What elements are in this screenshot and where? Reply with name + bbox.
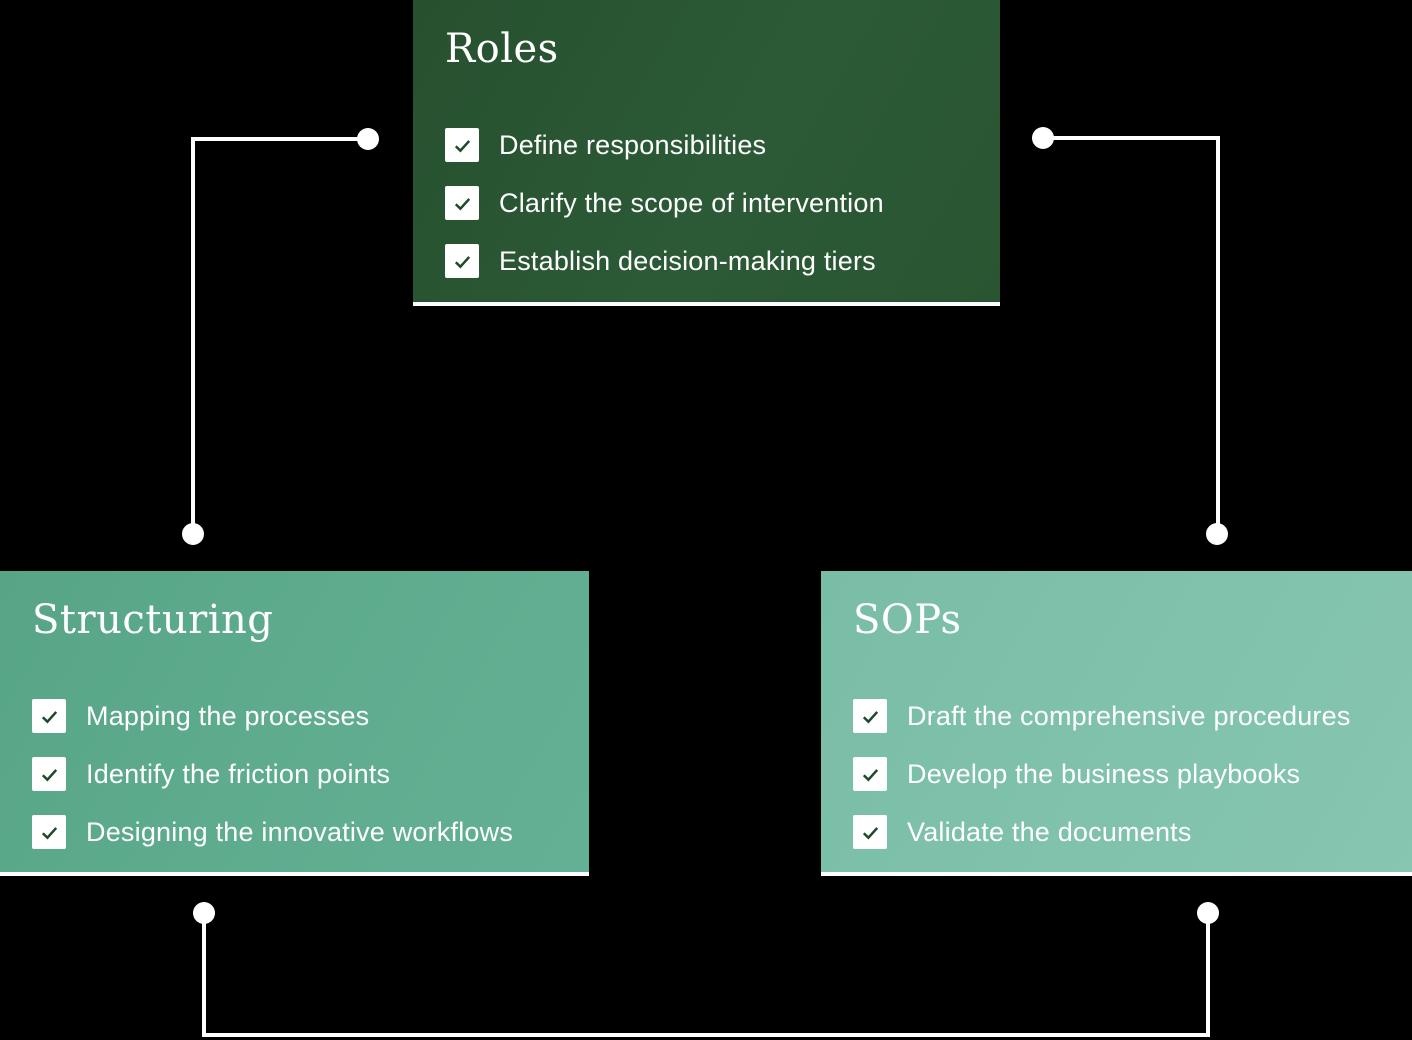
checklist-item: Clarify the scope of intervention — [445, 186, 968, 220]
checklist-item-label: Clarify the scope of intervention — [499, 187, 884, 218]
structuring-card-title: Structuring — [32, 597, 274, 643]
checkbox-checked[interactable] — [32, 815, 66, 849]
checklist-item: Define responsibilities — [445, 128, 968, 162]
check-icon — [454, 197, 470, 210]
check-icon — [41, 710, 57, 723]
connector-roles-sops-vline — [1216, 136, 1220, 534]
connector-structuring-sops-hline — [202, 1033, 1210, 1037]
roles-card-title: Roles — [445, 26, 559, 72]
checklist-item: Identify the friction points — [32, 757, 557, 791]
check-icon — [862, 826, 878, 839]
checklist-item: Establish decision-making tiers — [445, 244, 968, 278]
check-icon — [862, 768, 878, 781]
checklist-item: Draft the comprehensive procedures — [853, 699, 1380, 733]
checkbox-checked[interactable] — [445, 244, 479, 278]
checklist-item: Develop the business playbooks — [853, 757, 1380, 791]
check-icon — [454, 255, 470, 268]
connector-structuring-sops-vline-right — [1206, 913, 1210, 1037]
checkbox-checked[interactable] — [853, 815, 887, 849]
roles-checklist: Define responsibilities Clarify the scop… — [445, 128, 968, 278]
connector-endpoint-dot — [357, 128, 379, 150]
structuring-card: Structuring Mapping the processes Identi… — [0, 571, 589, 876]
connector-roles-structuring-hline — [191, 137, 368, 141]
check-icon — [454, 139, 470, 152]
connector-structuring-sops-vline-left — [202, 913, 206, 1037]
check-icon — [41, 826, 57, 839]
checkbox-checked[interactable] — [445, 128, 479, 162]
connector-endpoint-dot — [1206, 523, 1228, 545]
checklist-item-label: Develop the business playbooks — [907, 758, 1301, 789]
checkbox-checked[interactable] — [32, 757, 66, 791]
sops-card-title: SOPs — [853, 597, 962, 643]
connector-endpoint-dot — [1032, 127, 1054, 149]
checklist-item: Validate the documents — [853, 815, 1380, 849]
checkbox-checked[interactable] — [853, 757, 887, 791]
checklist-item-label: Draft the comprehensive procedures — [907, 700, 1351, 731]
sops-card: SOPs Draft the comprehensive procedures … — [821, 571, 1412, 876]
checkbox-checked[interactable] — [32, 699, 66, 733]
checklist-item-label: Validate the documents — [907, 816, 1192, 847]
checklist-item-label: Establish decision-making tiers — [499, 245, 876, 276]
check-icon — [41, 768, 57, 781]
connector-roles-structuring-vline — [191, 137, 195, 534]
checklist-item-label: Define responsibilities — [499, 129, 767, 160]
checklist-item-label: Designing the innovative workflows — [86, 816, 514, 847]
checkbox-checked[interactable] — [853, 699, 887, 733]
connector-roles-sops-hline — [1043, 136, 1220, 140]
checklist-item-label: Mapping the processes — [86, 700, 370, 731]
checklist-item-label: Identify the friction points — [86, 758, 391, 789]
check-icon — [862, 710, 878, 723]
connector-endpoint-dot — [1197, 902, 1219, 924]
checkbox-checked[interactable] — [445, 186, 479, 220]
checklist-item: Mapping the processes — [32, 699, 557, 733]
roles-card: Roles Define responsibilities Clarify th… — [413, 0, 1000, 306]
structuring-checklist: Mapping the processes Identify the frict… — [32, 699, 557, 849]
checklist-item: Designing the innovative workflows — [32, 815, 557, 849]
connector-endpoint-dot — [182, 523, 204, 545]
sops-checklist: Draft the comprehensive procedures Devel… — [853, 699, 1380, 849]
